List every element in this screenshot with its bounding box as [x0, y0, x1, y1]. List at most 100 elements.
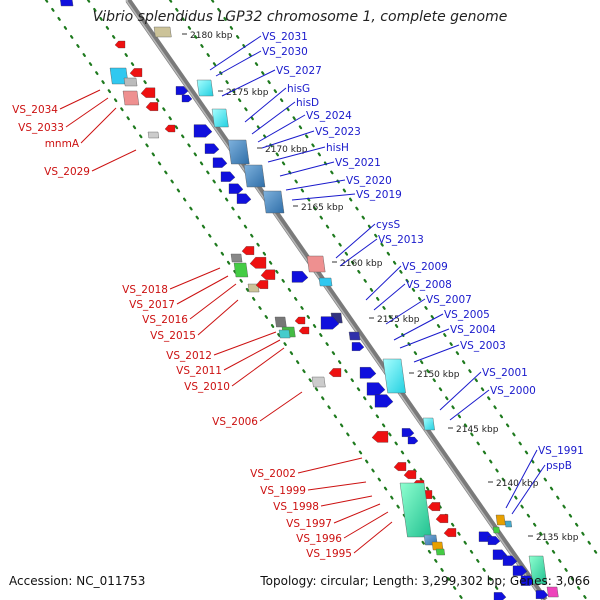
track-guide	[168, 0, 589, 600]
tick-label: 2150 kbp	[417, 370, 460, 380]
gene-forward	[243, 164, 266, 188]
gene-forward	[60, 0, 74, 7]
gene-forward	[382, 358, 406, 394]
gene-forward-arrow	[114, 40, 126, 49]
reverse-gene-label: VS_2017	[129, 299, 175, 311]
gene-forward-arrow	[140, 87, 156, 98]
gene-forward-arrow	[493, 592, 507, 600]
reverse-gene-label: VS_2029	[44, 166, 90, 178]
gene-forward-arrow	[193, 124, 213, 138]
forward-leader-line	[335, 223, 376, 259]
forward-gene-label: hisD	[296, 97, 319, 109]
gene-forward	[492, 526, 501, 534]
reverse-gene-label: VS_2012	[166, 350, 212, 362]
track-guide	[44, 0, 465, 600]
gene-forward-arrow	[220, 171, 236, 182]
forward-leader-line	[449, 389, 490, 421]
forward-gene-label: VS_2023	[315, 126, 361, 138]
gene-forward	[318, 277, 333, 287]
forward-leader-line	[279, 161, 335, 177]
gene-forward-arrow	[212, 157, 228, 168]
gene-forward-arrow	[371, 431, 389, 443]
gene-reverse	[147, 131, 160, 139]
reverse-gene-label: VS_2016	[142, 314, 188, 326]
genome-summary: Topology: circular; Length: 3,299,302 bp…	[260, 574, 590, 588]
gene-forward-arrow	[175, 86, 189, 95]
gene-forward-arrow	[241, 246, 255, 255]
track-guide	[210, 0, 600, 561]
reverse-leader-line	[189, 283, 237, 320]
forward-gene-label: pspB	[546, 460, 572, 472]
forward-gene-label: cysS	[376, 219, 400, 231]
gene-forward	[306, 255, 326, 273]
forward-leader-line	[413, 344, 460, 363]
reverse-gene-label: mnmA	[45, 138, 80, 150]
forward-leader-line	[267, 146, 326, 163]
reverse-leader-line	[176, 275, 229, 305]
forward-leader-line	[244, 87, 287, 123]
reverse-gene-label: VS_2002	[250, 468, 296, 480]
gene-forward-arrow	[374, 394, 394, 408]
forward-leader-line	[209, 35, 262, 71]
gene-reverse	[123, 77, 138, 87]
forward-leader-line	[221, 69, 276, 97]
gene-forward-arrow	[260, 269, 276, 280]
gene-forward-arrow	[407, 436, 419, 445]
forward-gene-label: VS_2021	[335, 157, 381, 169]
gene-forward-arrow	[435, 514, 449, 523]
forward-gene-label: VS_2001	[482, 367, 528, 379]
forward-leader-line	[385, 298, 426, 325]
reverse-leader-line	[213, 331, 277, 356]
gene-forward	[262, 190, 285, 214]
backbone-highlight	[125, 0, 544, 600]
gene-reverse	[233, 262, 249, 278]
gene-reverse	[278, 329, 291, 339]
gene-forward	[495, 514, 506, 526]
tick-label: 2175 kbp	[226, 88, 269, 98]
reverse-gene-label: VS_2010	[184, 381, 230, 393]
forward-leader-line	[251, 101, 296, 135]
forward-leader-line	[257, 114, 306, 143]
forward-gene-label: VS_2005	[444, 309, 490, 321]
forward-leader-line	[365, 265, 402, 301]
gene-forward-arrow	[129, 68, 143, 77]
gene-forward-arrow	[427, 502, 441, 511]
reverse-gene-label: VS_2033	[18, 122, 64, 134]
forward-gene-label: VS_2027	[276, 65, 322, 77]
reverse-leader-line	[59, 89, 101, 110]
forward-leader-line	[215, 50, 262, 77]
gene-forward-arrow	[487, 536, 501, 545]
gene-forward-arrow	[228, 183, 244, 194]
forward-gene-label: VS_2004	[450, 324, 496, 336]
gene-forward-arrow	[401, 428, 415, 437]
reverse-leader-line	[333, 503, 381, 524]
gene-forward-arrow	[393, 462, 407, 471]
reverse-leader-line	[353, 521, 393, 554]
reverse-gene-label: VS_2015	[150, 330, 196, 342]
reverse-leader-line	[91, 149, 137, 172]
reverse-leader-line	[197, 299, 239, 336]
forward-leader-line	[291, 193, 356, 201]
forward-leader-line	[511, 464, 546, 515]
forward-gene-label: VS_2020	[346, 175, 392, 187]
gene-forward-arrow	[512, 565, 528, 576]
gene-forward	[422, 417, 435, 431]
gene-forward-arrow	[291, 271, 309, 283]
gene-forward-arrow	[443, 528, 457, 537]
gene-reverse	[230, 253, 243, 263]
reverse-gene-label: VS_2018	[122, 284, 168, 296]
gene-forward-arrow	[403, 470, 417, 479]
track-guide	[86, 0, 507, 600]
reverse-gene-label: VS_1997	[286, 518, 332, 530]
gene-forward-arrow	[298, 326, 310, 335]
tick-label: 2140 kbp	[496, 479, 539, 489]
map-title: Vibrio splendidus LGP32 chromosome 1, co…	[92, 9, 508, 25]
gene-reverse	[435, 548, 446, 556]
reverse-leader-line	[259, 391, 303, 422]
forward-gene-label: VS_2003	[460, 340, 506, 352]
reverse-gene-label: VS_2011	[176, 365, 222, 377]
forward-gene-label: VS_2008	[406, 279, 452, 291]
reverse-leader-line	[65, 97, 109, 128]
tick-label: 2180 kbp	[190, 31, 233, 41]
reverse-leader-line	[80, 107, 117, 144]
